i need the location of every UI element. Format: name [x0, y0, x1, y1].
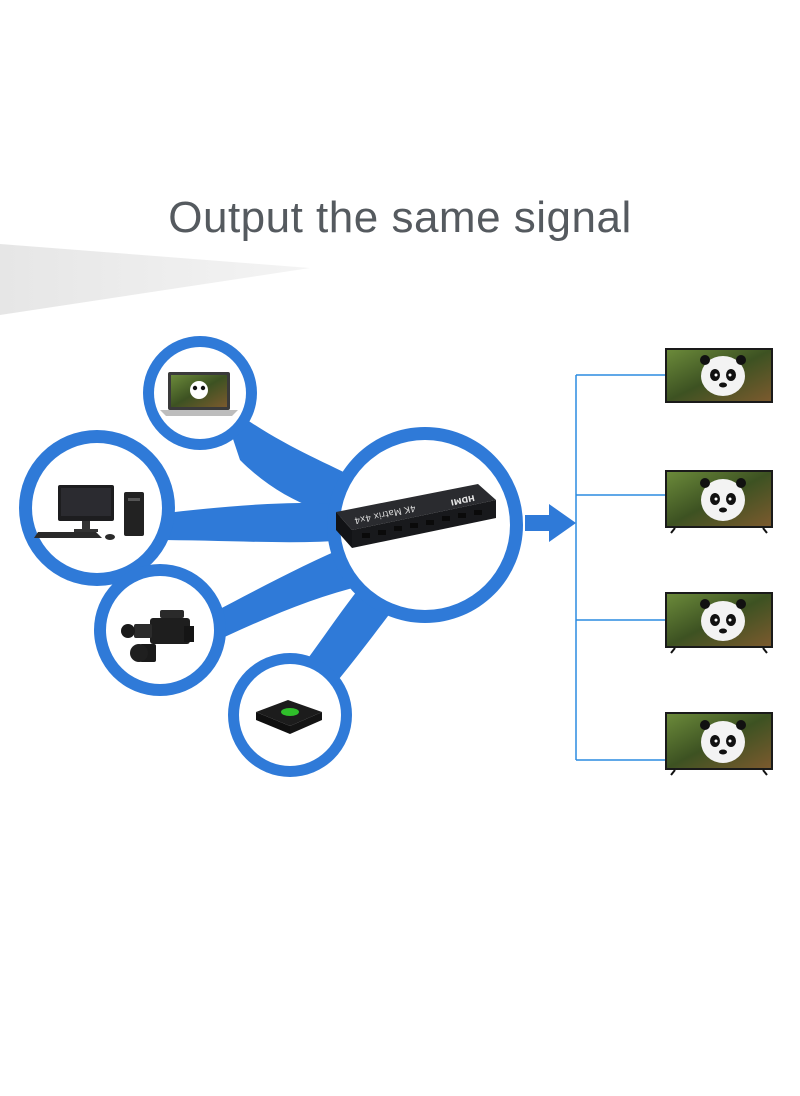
- matrix-circle: 4K Matrix 4x4 HDMI: [327, 427, 523, 623]
- laptop-circle: [143, 336, 257, 450]
- panda-icon: [701, 721, 745, 763]
- desktop-circle: [19, 430, 175, 586]
- tv-output-1: [665, 348, 773, 403]
- panda-icon: [701, 479, 745, 521]
- tv-box-icon: [256, 700, 322, 734]
- panda-icon: [701, 356, 745, 396]
- tv-output-3: [665, 592, 773, 654]
- output-lines: [575, 374, 665, 761]
- tvbox-circle: [228, 653, 352, 777]
- tv-output-2: [665, 470, 773, 534]
- video-camera-icon: [121, 610, 194, 662]
- panda-icon: [701, 601, 745, 641]
- hdmi-matrix-device-icon: 4K Matrix 4x4 HDMI: [336, 484, 496, 548]
- laptop-icon: [160, 372, 238, 416]
- tv-output-4: [665, 712, 773, 776]
- right-arrow-icon: [525, 504, 576, 542]
- desktop-computer-icon: [34, 485, 144, 540]
- camera-circle: [94, 564, 226, 696]
- diagram-title: Output the same signal: [168, 193, 632, 242]
